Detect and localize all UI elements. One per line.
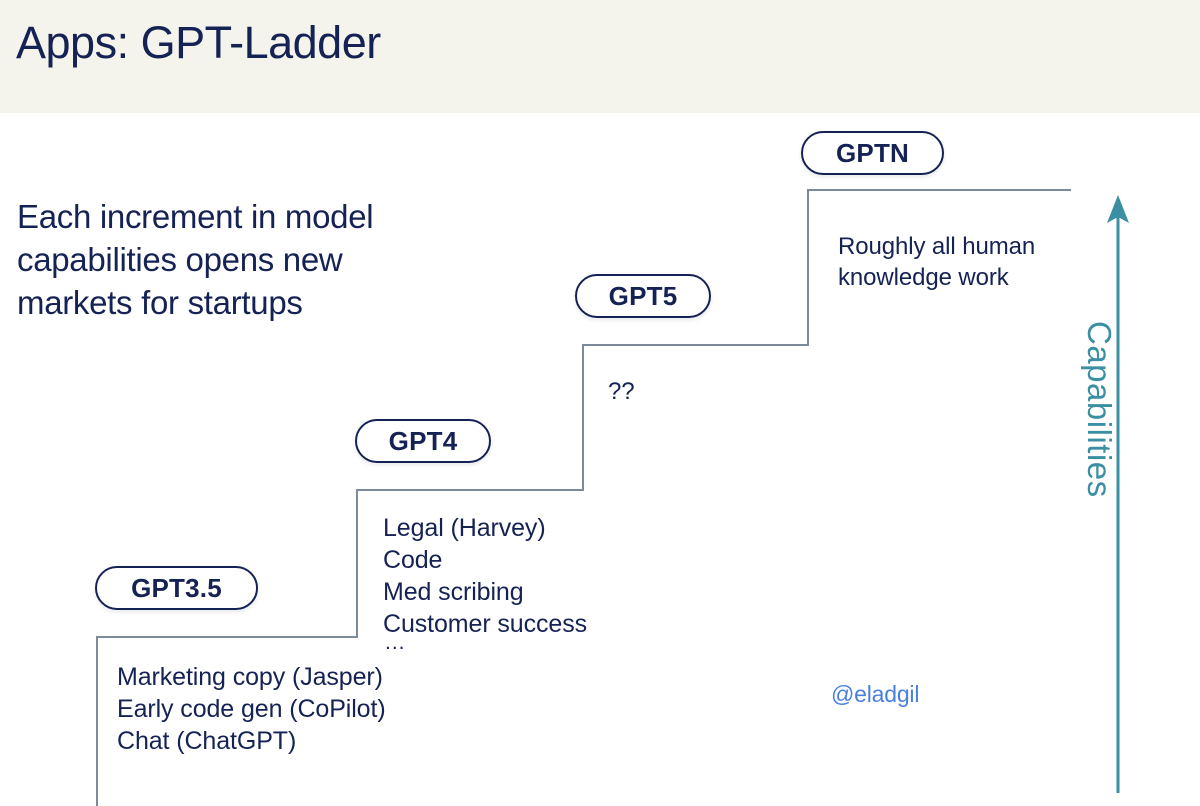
- note-line: Med scribing: [383, 578, 524, 606]
- slide-body: Each increment in model capabilities ope…: [0, 113, 1200, 806]
- step-pill-gpt35[interactable]: GPT3.5: [95, 566, 258, 610]
- step-pill-label: GPTN: [835, 137, 910, 168]
- step-pill-gpt4[interactable]: GPT4: [355, 419, 491, 463]
- note-line: Customer success: [383, 610, 588, 638]
- capabilities-axis-arrow-icon: [1107, 195, 1129, 793]
- note-line: Roughly all human: [838, 233, 1036, 260]
- note-line: knowledge work: [838, 264, 1009, 291]
- step-line-gpt5: [582, 344, 809, 491]
- headline-text: Each increment in model capabilities ope…: [17, 198, 374, 321]
- page-title: Apps: GPT-Ladder: [16, 17, 381, 68]
- step-pill-label: GPT5: [608, 280, 678, 311]
- note-line: Early code gen (CoPilot): [117, 695, 386, 723]
- step-notes-gpt4: Legal (Harvey) Code Med scribing Custome…: [383, 512, 587, 640]
- header-band: Apps: GPT-Ladder: [0, 0, 1200, 113]
- note-line: Legal (Harvey): [383, 514, 546, 542]
- step-notes-gpt5: ??: [608, 376, 635, 408]
- ellipsis-icon: ...: [385, 631, 406, 654]
- step-pill-label: GPT3.5: [131, 572, 222, 603]
- step-notes-gpt35: Marketing copy (Jasper) Early code gen (…: [117, 661, 386, 757]
- step-notes-gptn: Roughly all human knowledge work: [838, 231, 1035, 293]
- step-pill-label: GPT4: [388, 425, 458, 456]
- step-pill-gpt5[interactable]: GPT5: [575, 274, 711, 318]
- note-line: Chat (ChatGPT): [117, 727, 297, 755]
- note-line: Marketing copy (Jasper): [117, 663, 383, 691]
- step-pill-gptn[interactable]: GPTN: [801, 131, 944, 175]
- capabilities-axis-label: Capabilities: [1081, 321, 1118, 498]
- note-line: Code: [383, 546, 443, 574]
- note-line: ??: [608, 378, 635, 405]
- attribution-handle: @eladgil: [831, 681, 920, 707]
